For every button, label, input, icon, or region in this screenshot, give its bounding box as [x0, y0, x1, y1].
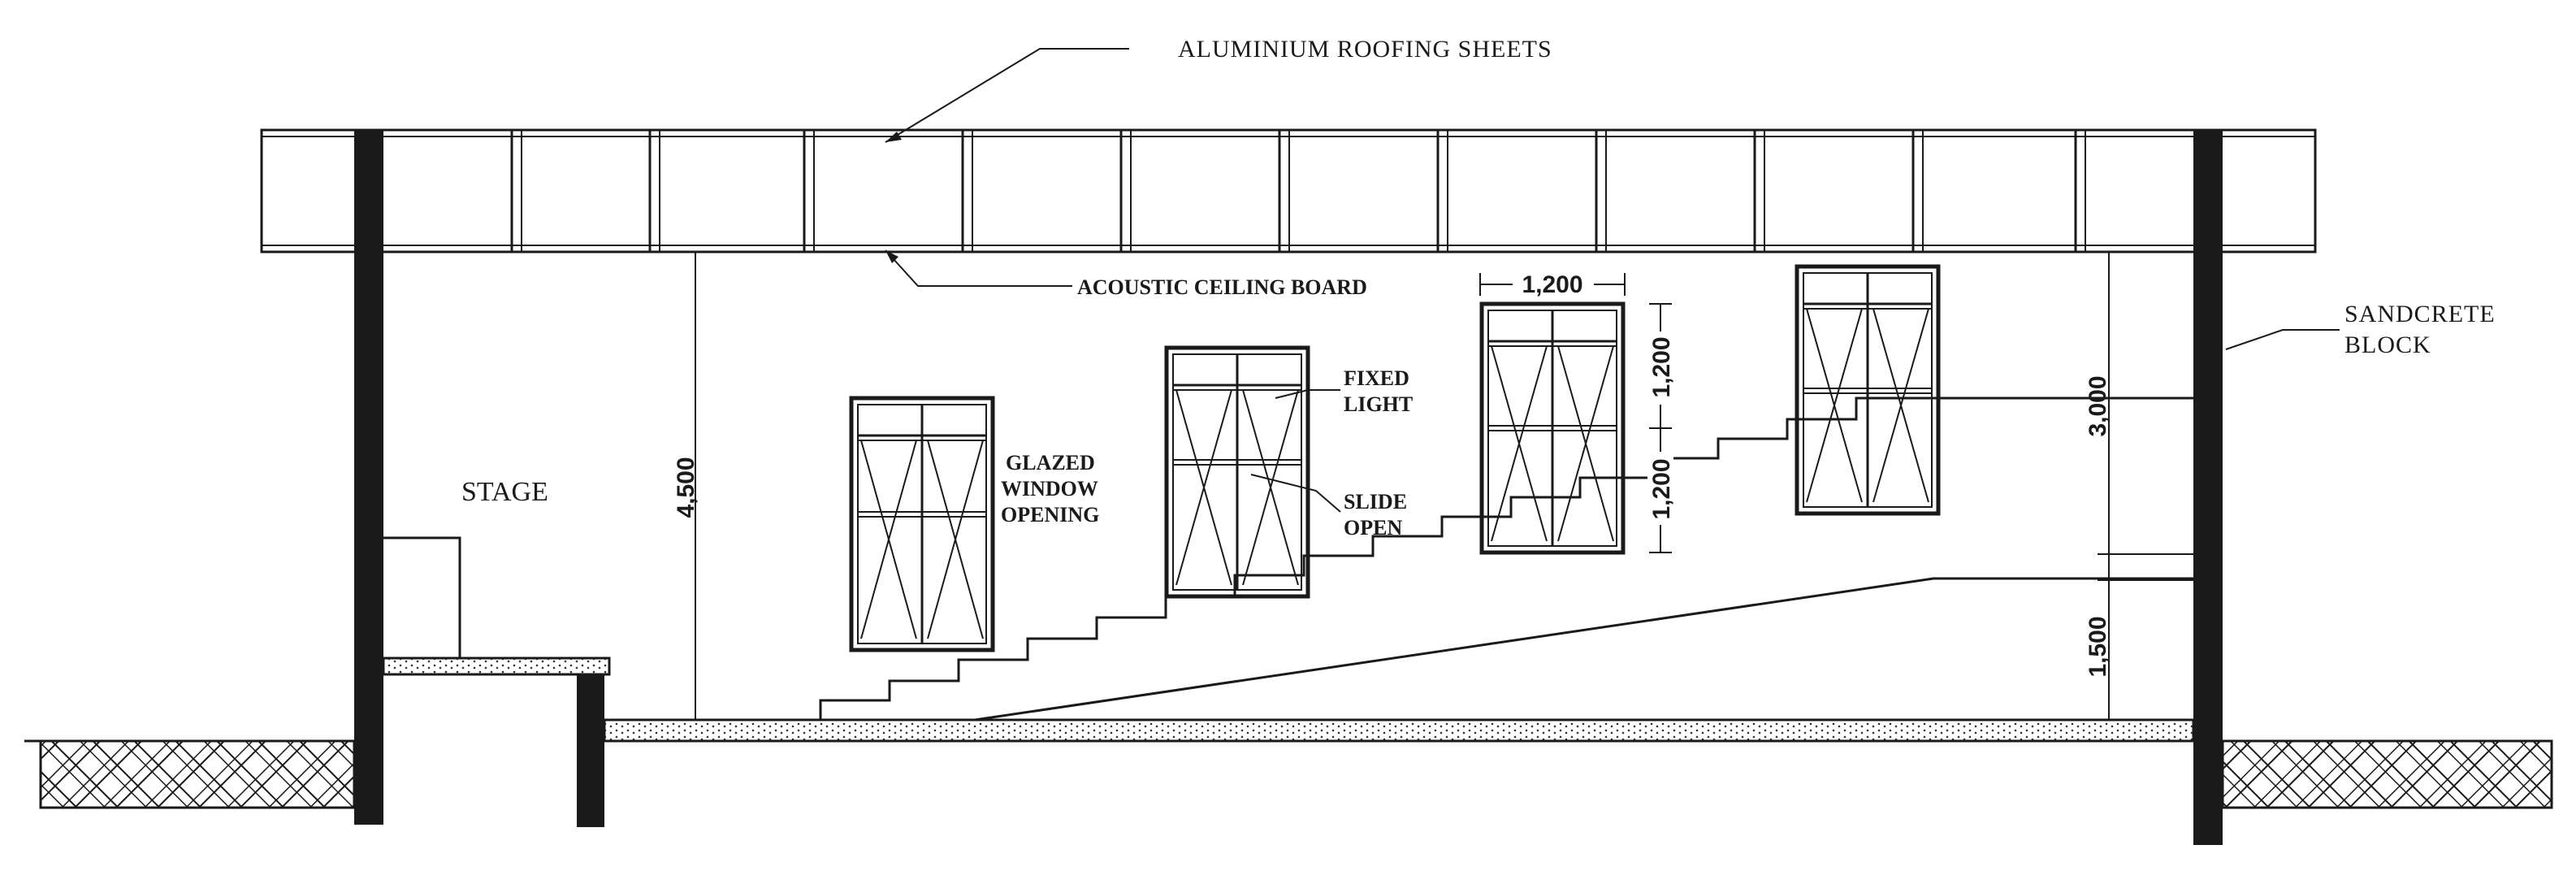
- dim-label-1500: 1,500: [2085, 616, 2111, 677]
- label-glazed-2: WINDOW: [1001, 477, 1098, 500]
- label-roofing-sheets: ALUMINIUM ROOFING SHEETS: [1178, 36, 1552, 63]
- right-wall: [2193, 130, 2223, 845]
- leader-slide-open: [1250, 474, 1341, 513]
- label-slide-1: SLIDE: [1344, 490, 1407, 514]
- dim-label-window-upper: 1,200: [1648, 336, 1675, 397]
- dim-label-4500: 4,500: [673, 457, 699, 518]
- leader-sandcrete: [2225, 329, 2340, 350]
- stepped-seating: [819, 396, 2193, 720]
- window-1: [849, 396, 995, 652]
- label-glazed-1: GLAZED: [1006, 451, 1095, 474]
- dimension-window-width: 1,200: [1479, 271, 1626, 298]
- stage-structure: [382, 536, 611, 676]
- leader-ceiling: [885, 249, 1072, 287]
- dimension-height-total: 4,500: [673, 251, 707, 721]
- dim-label-window-lower: 1,200: [1648, 458, 1675, 519]
- label-fixed-2: LIGHT: [1344, 392, 1413, 416]
- leader-fixed-light: [1275, 389, 1340, 399]
- dimension-right: 3,000 1,500: [2085, 251, 2193, 721]
- window-4: [1795, 264, 1941, 516]
- stage-support-wall: [577, 673, 604, 827]
- window-3: [1479, 301, 1626, 555]
- label-fixed-1: FIXED: [1344, 366, 1409, 390]
- label-sandcrete-2: BLOCK: [2344, 332, 2431, 358]
- label-sandcrete-1: SANDCRETE: [2344, 301, 2496, 327]
- floor-slab: [603, 718, 2195, 743]
- dim-label-3000: 3,000: [2085, 375, 2111, 436]
- ramp: [974, 577, 2193, 722]
- roof-bays: [510, 130, 2086, 252]
- label-acoustic-ceiling: ACOUSTIC CEILING BOARD: [1077, 275, 1367, 299]
- left-wall: [354, 130, 383, 825]
- roof-band: [260, 128, 2317, 254]
- dim-label-window-width: 1,200: [1522, 271, 1582, 298]
- ground: [24, 718, 2553, 809]
- dimension-window-heights: 1,200 1,200: [1647, 303, 1675, 553]
- label-glazed-3: OPENING: [1001, 503, 1099, 526]
- window-2: [1164, 345, 1310, 599]
- leader-roofing: [885, 48, 1129, 143]
- label-stage: STAGE: [461, 477, 548, 507]
- label-slide-2: OPEN: [1344, 516, 1402, 540]
- stage-platform: [382, 656, 611, 676]
